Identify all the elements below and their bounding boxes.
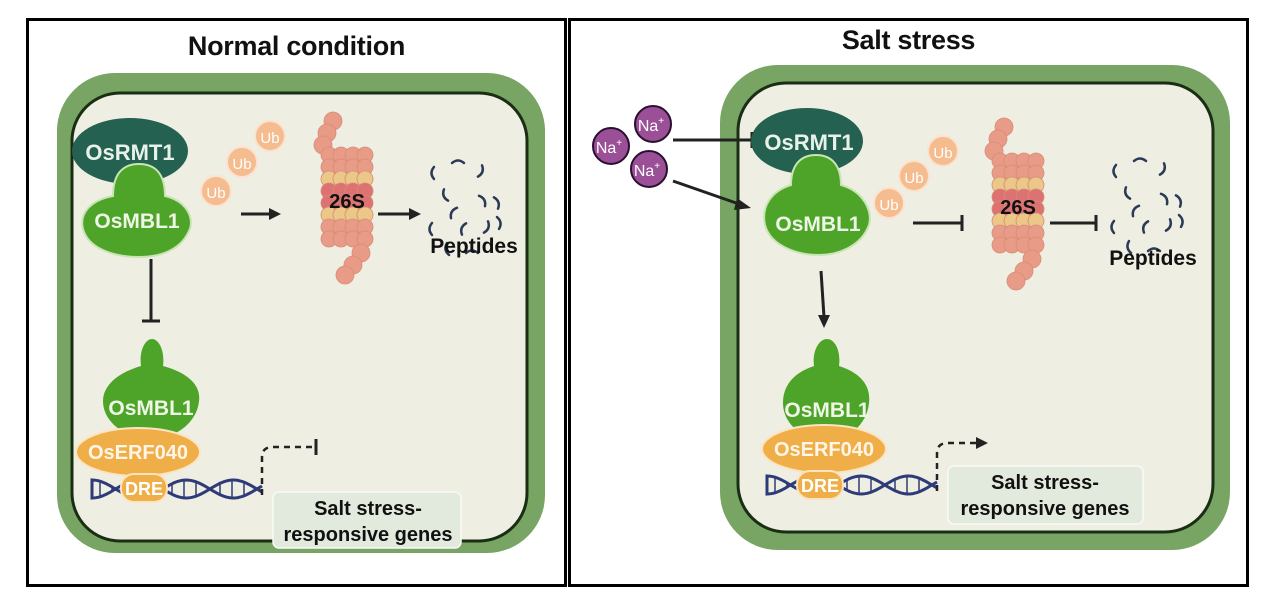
proteasome-label: 26S [329, 191, 365, 213]
salt-responsive-genes: Salt stress- responsive genes [947, 465, 1144, 525]
peptide-fragment [476, 164, 485, 178]
peptide-fragment [492, 196, 501, 210]
genes-label-line1: Salt stress- [314, 498, 422, 520]
genes-label-line2: responsive genes [284, 524, 453, 546]
oserf040-label: OsERF040 [774, 439, 874, 461]
osmbl1-nuclear-protein: OsMBL1 [103, 339, 200, 439]
osmbl1-label: OsMBL1 [784, 399, 870, 422]
sodium-ion: Na+ [634, 105, 672, 143]
svg-text:Na+: Na+ [634, 161, 660, 180]
osmbl1-label: OsMBL1 [775, 213, 861, 236]
peptide-fragment [1177, 213, 1184, 229]
sodium-ion: Na+ [592, 127, 630, 165]
peptide-fragment [1146, 247, 1162, 253]
peptide-fragments [428, 159, 502, 257]
ubiquitin-label: Ub [904, 170, 923, 187]
sodium-ions: Na+ Na+ Na+ [592, 105, 672, 188]
osrmt1-protein: OsRMT1 [72, 118, 188, 184]
ubiquitin-label: Ub [933, 145, 952, 162]
activation-arrow [241, 208, 281, 220]
osmbl1-label: OsMBL1 [108, 397, 194, 420]
ubiquitin-label: Ub [879, 197, 898, 214]
svg-text:Na+: Na+ [596, 138, 622, 157]
peptide-fragment [450, 159, 466, 165]
activation-arrow [672, 179, 751, 210]
panel-normal-condition: Normal condition OsRMT1 OsMBL1 Ub Ub Ub [26, 18, 567, 587]
proteasome-subunit [1006, 271, 1026, 291]
ubiquitin-label: Ub [232, 156, 251, 173]
peptide-fragment [449, 206, 459, 220]
peptide-fragment [1112, 163, 1118, 179]
salt-stress-diagram: Na+ Na+ Na+ OsRMT1 OsMBL1 [592, 65, 1230, 550]
osmbl1-protein: OsMBL1 [763, 153, 871, 257]
peptide-fragment [1131, 204, 1141, 218]
oserf040-label: OsERF040 [88, 442, 188, 464]
peptide-fragment [1126, 239, 1133, 255]
peptide-fragment [1159, 192, 1169, 206]
dna-strand [90, 478, 263, 500]
dre-motif: DRE [120, 473, 168, 503]
peptide-fragment [428, 221, 434, 237]
peptide-fragment [430, 165, 436, 181]
panel-title: Normal condition [187, 31, 406, 61]
proteasome-26s: 26S [313, 111, 374, 285]
ubiquitin-label: Ub [260, 130, 279, 147]
inhibition-arrow [913, 215, 964, 231]
peptide-fragment [444, 241, 451, 257]
transcription-start-inhibited [260, 439, 318, 495]
dre-motif: DRE [796, 470, 844, 500]
inhibition-arrow [142, 259, 160, 323]
peptide-fragment [1158, 162, 1167, 176]
dna-strand [765, 474, 938, 496]
normal-condition-diagram: OsRMT1 OsMBL1 Ub Ub Ub 26S Pepti [57, 73, 545, 553]
peptide-fragment [495, 215, 502, 231]
ubiquitin-chain: Ub Ub Ub [200, 120, 286, 207]
osmbl1-protein: OsMBL1 [81, 162, 192, 259]
oserf040-protein: OsERF040 [75, 427, 201, 477]
genes-label-line2: responsive genes [961, 498, 1130, 520]
dre-label: DRE [125, 479, 163, 499]
osrmt1-label: OsRMT1 [764, 130, 853, 155]
peptide-fragment [464, 249, 480, 255]
proteasome-label: 26S [1000, 197, 1036, 219]
panel-salt-stress: Salt stress Na+ Na+ Na+ [568, 18, 1249, 587]
peptide-fragment [1141, 220, 1150, 234]
peptide-fragment [1123, 186, 1132, 200]
salt-responsive-genes: Salt stress- responsive genes [272, 491, 462, 549]
transcription-start-activated [935, 437, 988, 491]
ubiquitin-chain: Ub Ub Ub [873, 135, 959, 219]
osrmt1-protein: OsRMT1 [751, 108, 863, 174]
ubiquitin-label: Ub [206, 185, 225, 202]
peptides-label: Peptides [1109, 247, 1197, 270]
dna-helix [90, 478, 263, 500]
sodium-ion: Na+ [630, 150, 668, 188]
peptide-fragment [459, 222, 468, 236]
panel-title: Salt stress [841, 25, 976, 55]
peptide-fragment [1132, 157, 1148, 163]
peptide-fragment [482, 220, 491, 234]
dre-label: DRE [801, 476, 839, 496]
peptide-fragment [1110, 219, 1116, 235]
genes-label-line1: Salt stress- [991, 472, 1099, 494]
osmbl1-label: OsMBL1 [94, 210, 180, 233]
osrmt1-label: OsRMT1 [85, 140, 174, 165]
proteasome-26s: 26S [984, 117, 1045, 291]
activation-arrow [818, 270, 830, 328]
svg-text:Na+: Na+ [638, 116, 664, 135]
peptides-label: Peptides [430, 235, 518, 258]
inhibition-arrow [1050, 215, 1098, 231]
dna-strand [90, 478, 263, 500]
proteasome-subunit [335, 265, 355, 285]
peptide-fragments [1110, 157, 1184, 255]
peptide-fragment [1164, 218, 1173, 232]
peptide-fragment [1174, 194, 1183, 208]
dna-strand [765, 474, 938, 496]
oserf040-protein: OsERF040 [761, 424, 887, 474]
peptide-fragment [477, 194, 487, 208]
activation-arrow [378, 208, 421, 220]
peptide-fragment [441, 188, 450, 202]
osmbl1-nuclear-protein: OsMBL1 [783, 339, 870, 441]
